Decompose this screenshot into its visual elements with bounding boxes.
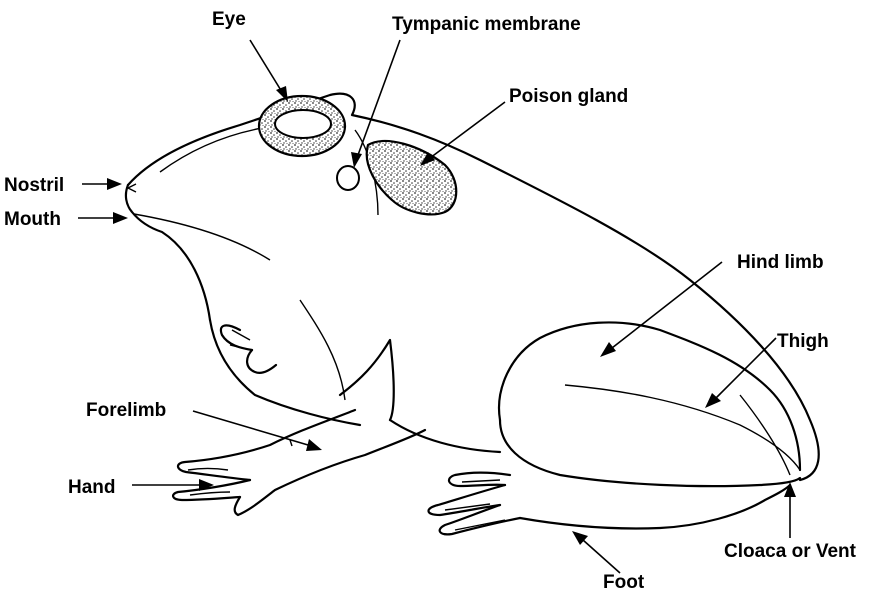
label-thigh: Thigh bbox=[777, 331, 829, 352]
label-cloaca-or-vent: Cloaca or Vent bbox=[724, 541, 857, 562]
label-hand: Hand bbox=[68, 477, 116, 498]
tympanic-membrane-drawing bbox=[337, 166, 359, 190]
poison-gland-drawing bbox=[367, 141, 457, 214]
label-poison-gland: Poison gland bbox=[509, 86, 628, 107]
frog-body bbox=[126, 94, 819, 535]
label-tympanic-membrane: Tympanic membrane bbox=[392, 14, 581, 35]
eye-drawing bbox=[259, 96, 345, 156]
label-hind-limb: Hind limb bbox=[737, 252, 824, 273]
label-foot: Foot bbox=[603, 572, 645, 593]
label-forelimb: Forelimb bbox=[86, 400, 166, 421]
label-nostril: Nostril bbox=[4, 175, 64, 196]
label-pointers bbox=[78, 40, 796, 573]
label-eye: Eye bbox=[212, 9, 246, 30]
label-mouth: Mouth bbox=[4, 209, 61, 230]
